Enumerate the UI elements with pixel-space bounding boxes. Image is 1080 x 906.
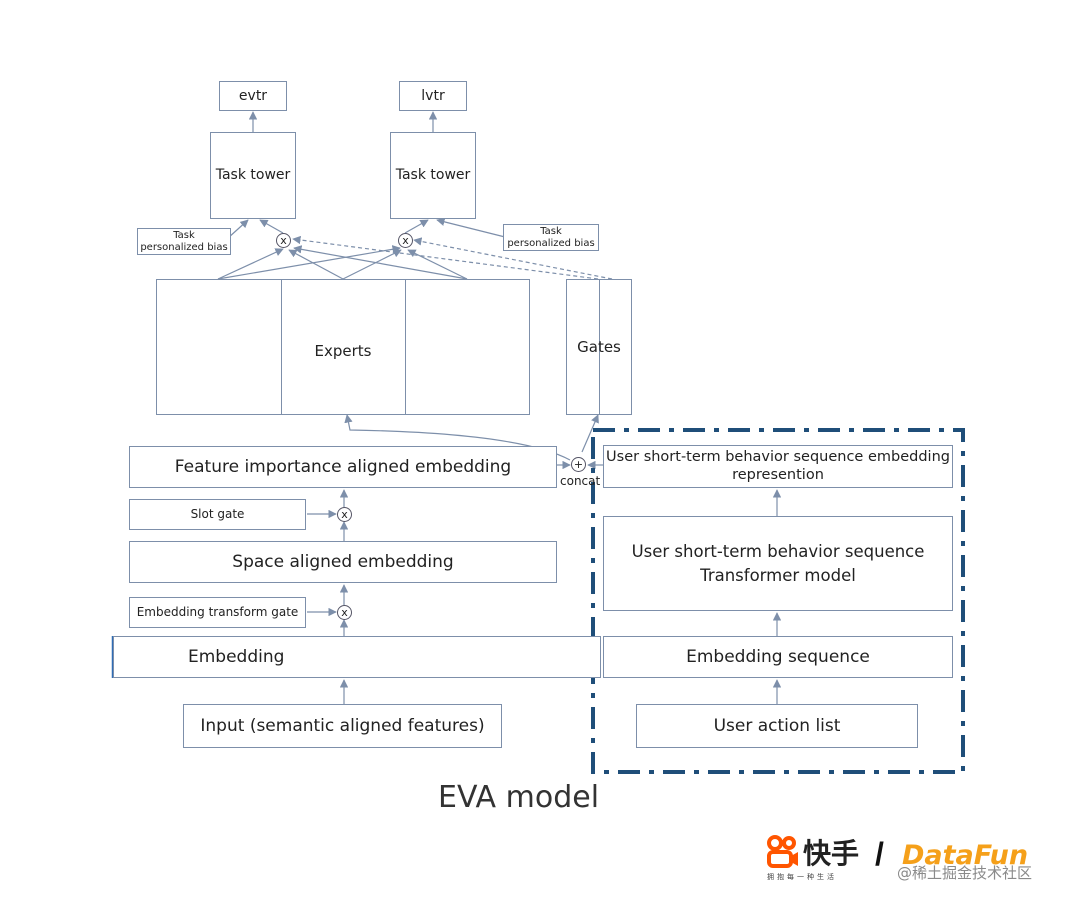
kuaishou-slogan: 拥抱每一种生活 xyxy=(767,873,837,881)
sequence-module-border xyxy=(591,428,965,774)
concat-plus-node: + xyxy=(571,457,586,472)
user-action-list-box: User action list xyxy=(636,704,918,748)
kuaishou-icon xyxy=(767,835,798,868)
kuaishou-name: 快手 xyxy=(803,837,860,870)
task-tower-right: Task tower xyxy=(390,132,476,219)
multiply-node-right: x xyxy=(398,233,413,248)
input-box: Input (semantic aligned features) xyxy=(183,704,502,748)
gates-label: Gates xyxy=(577,338,621,356)
gates-block: Gates xyxy=(566,279,632,415)
sequence-embedding-representation-box: User short-term behavior sequence embedd… xyxy=(603,445,953,488)
embedding-box: Embedding xyxy=(113,636,601,678)
space-aligned-box: Space aligned embedding xyxy=(129,541,557,583)
task-bias-left: Task personalized bias xyxy=(137,228,231,255)
output-evtr: evtr xyxy=(219,81,287,111)
feature-importance-box: Feature importance aligned embedding xyxy=(129,446,557,488)
experts-label: Experts xyxy=(314,342,372,360)
output-lvtr: lvtr xyxy=(399,81,467,111)
multiply-node-transform: x xyxy=(337,605,352,620)
experts-block: Experts xyxy=(156,279,530,415)
task-bias-right: Task personalized bias xyxy=(503,224,599,251)
datafun-logo: DataFun xyxy=(902,840,1029,871)
gate-divider xyxy=(599,280,600,414)
expert-divider xyxy=(405,280,406,414)
concat-label: concat xyxy=(560,474,601,488)
watermark: @稀土掘金技术社区 xyxy=(897,864,1033,882)
multiply-node-slot: x xyxy=(337,507,352,522)
transformer-model-box: User short-term behavior sequence Transf… xyxy=(603,516,953,611)
diagram-caption: EVA model xyxy=(438,780,600,815)
task-tower-left: Task tower xyxy=(210,132,296,219)
slot-gate-box: Slot gate xyxy=(129,499,306,530)
multiply-node-left: x xyxy=(276,233,291,248)
expert-divider xyxy=(281,280,282,414)
embedding-transform-gate-box: Embedding transform gate xyxy=(129,597,306,628)
logo-separator: / xyxy=(875,836,884,872)
embedding-sequence-box: Embedding sequence xyxy=(603,636,953,678)
